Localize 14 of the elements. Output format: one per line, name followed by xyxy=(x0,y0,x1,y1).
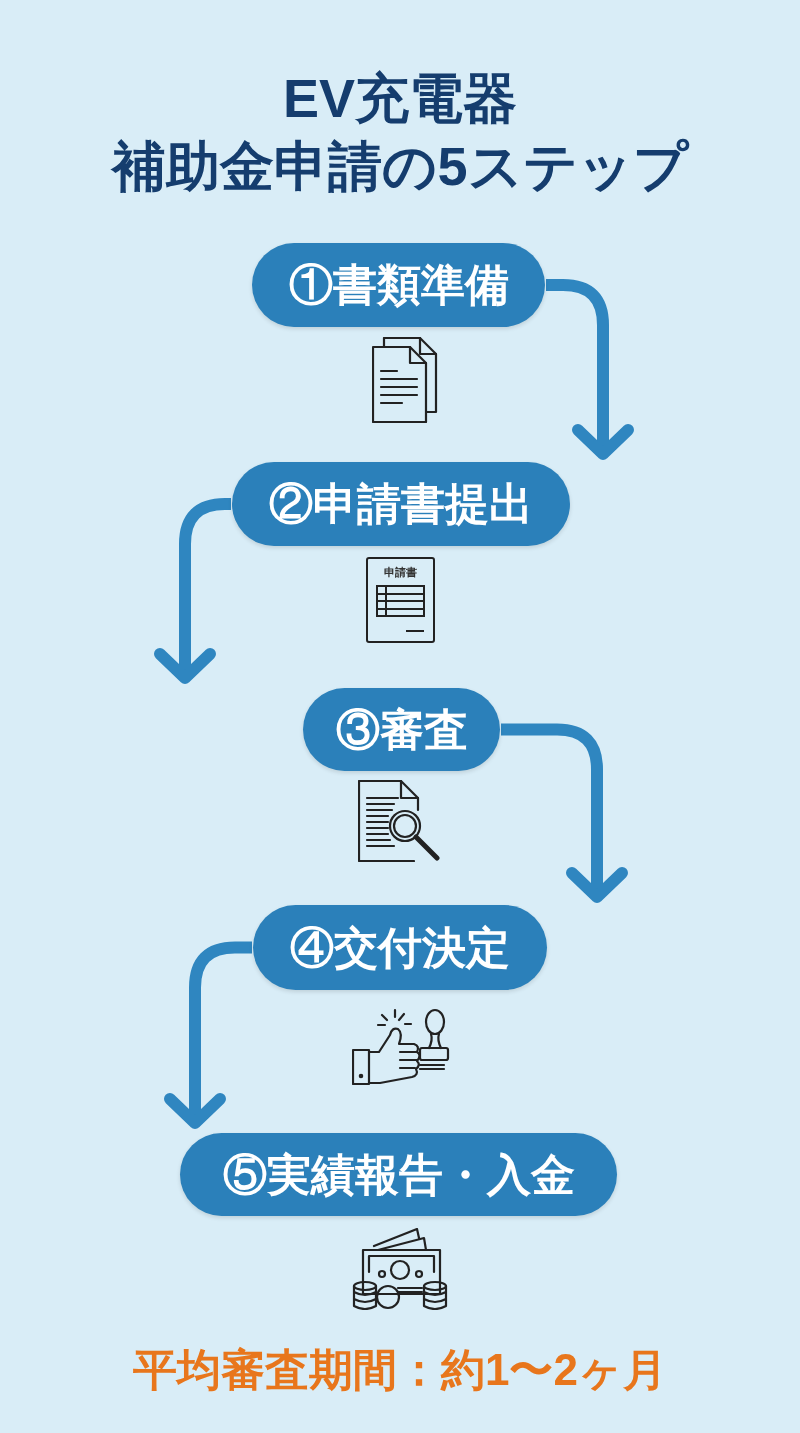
step-title: ④交付決定 xyxy=(290,921,510,974)
step-title: ③審査 xyxy=(335,703,468,756)
step-title: ①書類準備 xyxy=(288,259,509,311)
step-title: ⑤実績報告・入金 xyxy=(222,1148,575,1201)
review-period-note: 平均審査期間：約1〜2ヶ月 xyxy=(132,1344,668,1396)
step-pill xyxy=(253,905,547,990)
step-pill xyxy=(252,243,545,327)
flow-arrow xyxy=(501,723,628,903)
title: EV充電器補助金申請の5ステップ xyxy=(109,67,691,198)
step-pill xyxy=(232,462,570,546)
step-title: ②申請書提出 xyxy=(269,478,533,530)
step-pill xyxy=(303,688,500,771)
form-heading: 申請書 xyxy=(384,566,417,579)
step-pill xyxy=(180,1133,617,1216)
